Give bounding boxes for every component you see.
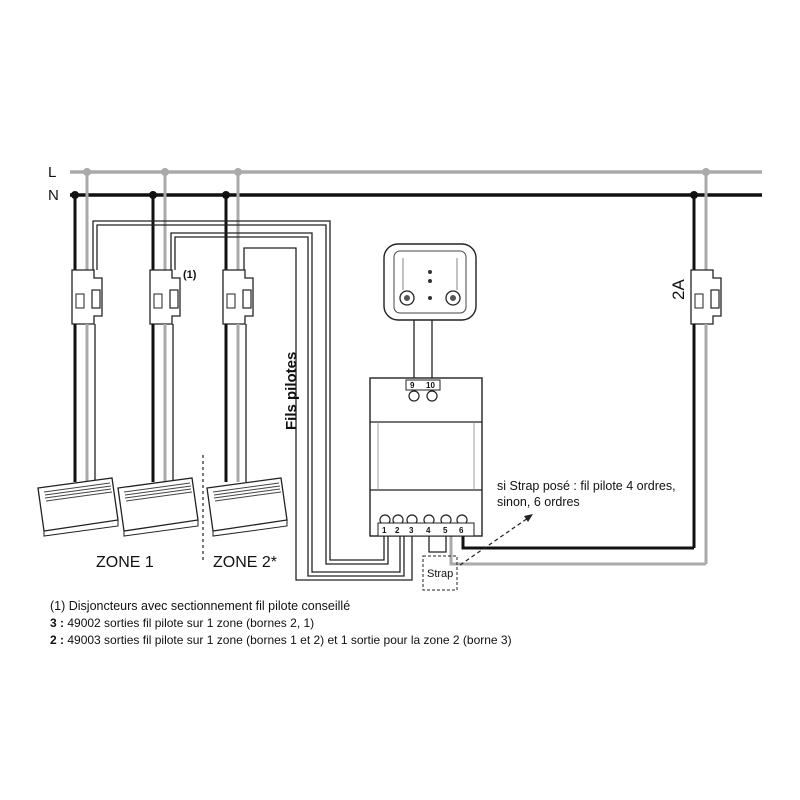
neutral-label: N	[48, 187, 59, 204]
footnote-3: 2 : 49003 sorties fil pilote sur 1 zone …	[50, 632, 770, 649]
footnote-2-key: 3 :	[50, 616, 65, 630]
zone-2-label: ZONE 2*	[213, 554, 277, 571]
strap-label: Strap	[427, 568, 453, 580]
footnote-3-text: 49003 sorties fil pilote sur 1 zone (bor…	[64, 633, 512, 647]
terminal-3-label: 3	[409, 526, 414, 535]
terminal-1-label: 1	[382, 526, 387, 535]
neutral-to-terminal-6	[461, 535, 694, 550]
footnote-3-key: 2 :	[50, 633, 65, 647]
terminal-10-label: 10	[426, 381, 435, 390]
pilot-module: 9 10 1 2 3 4 5 6	[369, 377, 483, 537]
strap-note-line2: sinon, 6 ordres	[497, 495, 580, 509]
heater-1	[37, 477, 119, 537]
breaker-3	[222, 269, 254, 325]
heater-2	[117, 477, 199, 537]
breaker-2a	[690, 269, 722, 325]
pilot-wires	[92, 220, 413, 581]
programmer-unit	[383, 243, 477, 321]
strap-note-line1: si Strap posé : fil pilote 4 ordres,	[497, 479, 676, 493]
footnote-2-text: 49002 sorties fil pilote sur 1 zone (bor…	[64, 616, 315, 630]
breaker-note-marker: (1)	[183, 269, 197, 281]
footnote-2: 3 : 49002 sorties fil pilote sur 1 zone …	[50, 615, 770, 632]
bus-lines: L N	[48, 164, 762, 204]
terminal-4-label: 4	[426, 526, 431, 535]
terminal-6-label: 6	[459, 526, 464, 535]
footnotes: (1) Disjoncteurs avec sectionnement fil …	[50, 598, 770, 649]
terminal-5-label: 5	[443, 526, 448, 535]
terminal-9-label: 9	[410, 381, 415, 390]
junction-dots	[71, 168, 710, 199]
heater-3	[206, 477, 288, 537]
breaker-rating-label: 2A	[669, 279, 688, 300]
breaker-2	[149, 269, 181, 325]
strap-note-arrowhead	[524, 514, 533, 522]
terminal-2-label: 2	[395, 526, 400, 535]
strap: Strap	[422, 536, 458, 591]
phase-label: L	[48, 164, 56, 181]
heater-feeds	[73, 324, 247, 482]
phase-to-terminal-5	[449, 535, 706, 566]
fils-pilotes-label: Fils pilotes	[283, 352, 300, 430]
zone-1-label: ZONE 1	[96, 554, 154, 571]
footnote-1: (1) Disjoncteurs avec sectionnement fil …	[50, 599, 351, 613]
breaker-1	[71, 269, 103, 325]
